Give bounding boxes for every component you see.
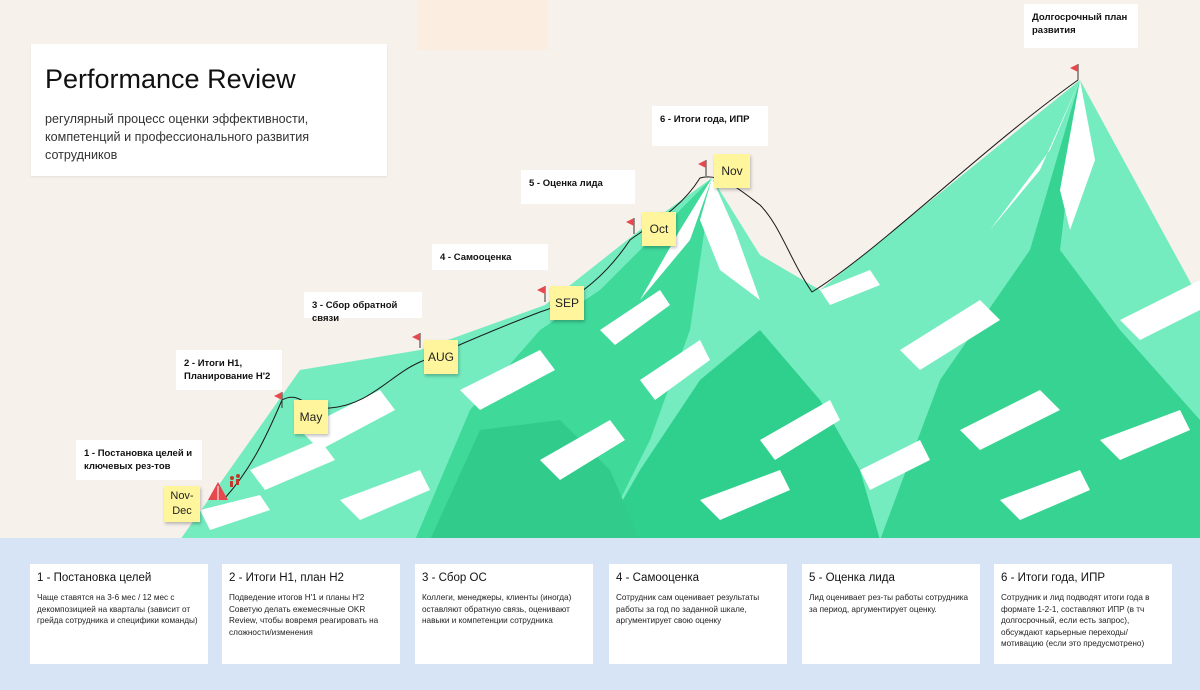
mountain-illustration [180,64,1200,540]
card-title: 5 - Оценка лида [809,572,895,584]
page-title: Performance Review [45,64,296,94]
flag-icon [1070,64,1079,80]
step-label-2: 2 - Итоги H1, Планирование H'2 [176,350,282,390]
tent-icon [208,482,228,500]
card-body: Лид оценивает рез-ты работы сотрудника з… [809,593,969,614]
step-label-6: 6 - Итоги года, ИПР [652,106,768,146]
flag-icon [274,392,283,408]
card-step-1: 1 - Постановка целей Чаще ставятся на 3-… [30,564,208,664]
snow-streaks [200,80,1200,530]
card-title: 4 - Самооценка [616,572,700,584]
card-step-4: 4 - Самооценка Сотрудник сам оценивает р… [609,564,787,664]
sticky-aug: AUG [424,340,458,374]
sticky-sep: SEP [550,286,584,320]
step-label-5: 5 - Оценка лида [521,170,635,204]
card-step-5: 5 - Оценка лида Лид оценивает рез-ты раб… [802,564,980,664]
step-label-long-term: Долгосрочный план развития [1024,4,1138,48]
sticky-nov: Nov [714,154,750,188]
card-step-2: 2 - Итоги H1, план H2 Подведение итогов … [222,564,400,664]
card-title: 6 - Итоги года, ИПР [1001,572,1106,584]
sticky-may: May [294,400,328,434]
card-body: Сотрудник и лид подводят итоги года в фо… [1001,593,1150,648]
step-label-3: 3 - Сбор обратной связи [304,292,422,324]
card-title: 1 - Постановка целей [37,572,152,584]
flag-icon [698,160,707,176]
flag-icon [412,333,421,348]
card-step-3: 3 - Сбор ОС Коллеги, менеджеры, клиенты … [415,564,593,664]
step-label-1: 1 - Постановка целей и ключевых рез-тов [76,440,202,480]
card-body: Чаще ставятся на 3-6 мес / 12 мес с деко… [37,593,198,625]
flag-icon [626,218,635,234]
hikers-icon [230,474,240,487]
mountain-shade-center [600,330,880,540]
sticky-nov-dec: Nov-Dec [164,486,200,522]
card-title: 2 - Итоги H1, план H2 [229,572,344,584]
step-label-4: 4 - Самооценка [432,244,548,270]
mountain-shade-right [880,80,1200,540]
card-step-6: 6 - Итоги года, ИПР Сотрудник и лид подв… [994,564,1172,664]
card-body: Подведение итогов H'1 и планы H'2 Совету… [229,593,379,637]
card-body: Сотрудник сам оценивает результаты работ… [616,593,760,625]
card-title: 3 - Сбор ОС [422,572,487,584]
page-subtitle: регулярный процесс оценки эффективности,… [45,112,310,162]
flag-icon [537,286,546,302]
card-body: Коллеги, менеджеры, клиенты (иногда) ост… [422,593,572,625]
title-card: Performance Review регулярный процесс оц… [31,44,387,176]
decor-glow [418,0,548,50]
sticky-oct: Oct [642,212,676,246]
